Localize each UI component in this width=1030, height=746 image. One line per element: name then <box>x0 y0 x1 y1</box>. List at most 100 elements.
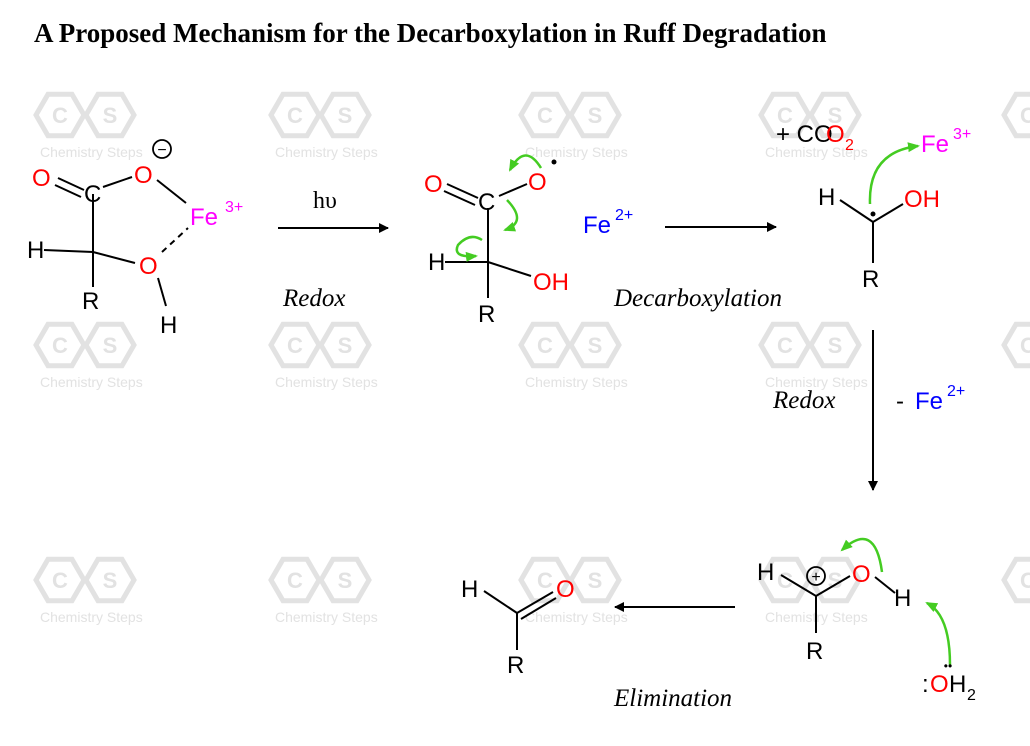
watermark-hexagon <box>568 556 622 604</box>
water-colon: : <box>922 671 929 698</box>
atom-c: C <box>478 189 495 216</box>
watermark-letter: C <box>1020 103 1030 128</box>
bond-co-double-1 <box>57 177 85 191</box>
watermark-letter: S <box>103 333 118 358</box>
label-elimination: Elimination <box>613 685 732 712</box>
bond-co-double-2 <box>54 184 82 198</box>
carboxyl-radical-molecule: O C O H OH R <box>424 154 569 328</box>
watermark-text: Chemistry Steps <box>525 374 628 390</box>
atom-r: R <box>507 652 524 679</box>
bond-c-o <box>102 176 133 188</box>
plus-charge-circle <box>806 566 826 586</box>
atom-r: R <box>82 288 99 315</box>
watermark-text: Chemistry Steps <box>275 374 378 390</box>
watermark-letter: S <box>588 333 603 358</box>
watermark-hexagon <box>318 556 372 604</box>
atom-o-hydroxyl: O <box>139 253 158 280</box>
radical-dot <box>870 211 876 217</box>
bond-calpha-oh <box>92 251 136 264</box>
bond-c-o <box>498 183 528 197</box>
aldehyde-molecule: H O R <box>461 576 575 679</box>
watermark-hexagon <box>808 321 862 369</box>
watermark-letter: C <box>287 333 303 358</box>
fishhook-arrow-2 <box>503 199 519 232</box>
co2-o: O <box>826 121 845 148</box>
atom-o-carbonyl: O <box>32 165 51 192</box>
watermark-letter: S <box>828 568 843 593</box>
radical-dot <box>551 159 557 165</box>
watermark-hexagon <box>83 91 137 139</box>
watermark-hexagon <box>808 556 862 604</box>
atom-o: O <box>852 561 871 588</box>
fe2-out-charge: 2+ <box>947 383 965 400</box>
bond-co-double-1 <box>516 591 554 614</box>
bond-h-c <box>483 590 518 614</box>
bond-calpha-oh <box>487 261 532 277</box>
co2-subscript: 2 <box>845 137 854 154</box>
fe3-charge: 3+ <box>953 126 971 143</box>
watermark-letter: C <box>777 333 793 358</box>
atom-o-carbonyl: O <box>424 171 443 198</box>
atom-r: R <box>862 266 879 293</box>
watermark-letter: S <box>338 333 353 358</box>
watermark-hexagon <box>318 91 372 139</box>
atom-o: O <box>556 576 575 603</box>
watermark-logo: C S Chemistry Steps <box>33 321 143 390</box>
watermark-letter: C <box>52 333 68 358</box>
watermark-hexagon <box>758 556 812 604</box>
watermark-hexagon <box>758 91 812 139</box>
ketyl-radical-molecule: H OH R <box>818 142 940 293</box>
watermark-logo: C S Chemistry Steps <box>268 321 378 390</box>
fe2-out-symbol: Fe <box>915 388 943 415</box>
fe-complex-molecule: O C O − Fe 3+ H O H R <box>27 139 243 339</box>
fe2-charge: 2+ <box>615 207 633 224</box>
oxocarbenium-molecule: H + O H R <box>757 537 952 666</box>
atom-h-alpha: H <box>27 237 44 264</box>
watermark-hexagon <box>33 556 87 604</box>
atom-h-right: H <box>894 585 911 612</box>
watermark-text: Chemistry Steps <box>275 144 378 160</box>
watermark-letter: C <box>287 103 303 128</box>
watermark-hexagon <box>268 91 322 139</box>
watermark-hexagon <box>1001 321 1030 369</box>
plus-charge: + <box>811 569 820 586</box>
fe2-reagent: Fe 2+ <box>583 207 633 239</box>
co2-prefix: + CO <box>776 121 833 148</box>
watermark-hexagon <box>518 91 572 139</box>
watermark-logo: CS <box>1001 556 1030 604</box>
label-redox-1: Redox <box>282 285 345 312</box>
watermark-letter: C <box>52 568 68 593</box>
fishhook-arrow-3 <box>455 235 483 262</box>
atom-r: R <box>806 638 823 665</box>
atom-oh: OH <box>533 269 569 296</box>
watermark-letter: C <box>537 568 553 593</box>
atom-h-hydroxyl: H <box>160 312 177 339</box>
label-hv: hυ <box>313 188 337 214</box>
watermark-text: Chemistry Steps <box>40 374 143 390</box>
fe3-symbol: Fe <box>921 131 949 158</box>
watermark-text: Chemistry Steps <box>525 144 628 160</box>
fe2-symbol: Fe <box>583 212 611 239</box>
fe3-product: Fe 3+ <box>921 126 971 158</box>
fishhook-arrow-to-fe <box>868 142 920 205</box>
watermark-text: Chemistry Steps <box>765 144 868 160</box>
watermark-hexagon <box>568 321 622 369</box>
atom-h: H <box>818 184 835 211</box>
water-o: O <box>930 671 949 698</box>
watermark-hexagon <box>808 91 862 139</box>
watermark-text: Chemistry Steps <box>275 609 378 625</box>
bond-c-oh <box>872 203 904 223</box>
watermark-hexagon <box>268 556 322 604</box>
fe-charge: 3+ <box>225 199 243 216</box>
watermark-text: Chemistry Steps <box>765 374 868 390</box>
watermark-letter: C <box>537 333 553 358</box>
watermark-hexagon <box>1001 556 1030 604</box>
